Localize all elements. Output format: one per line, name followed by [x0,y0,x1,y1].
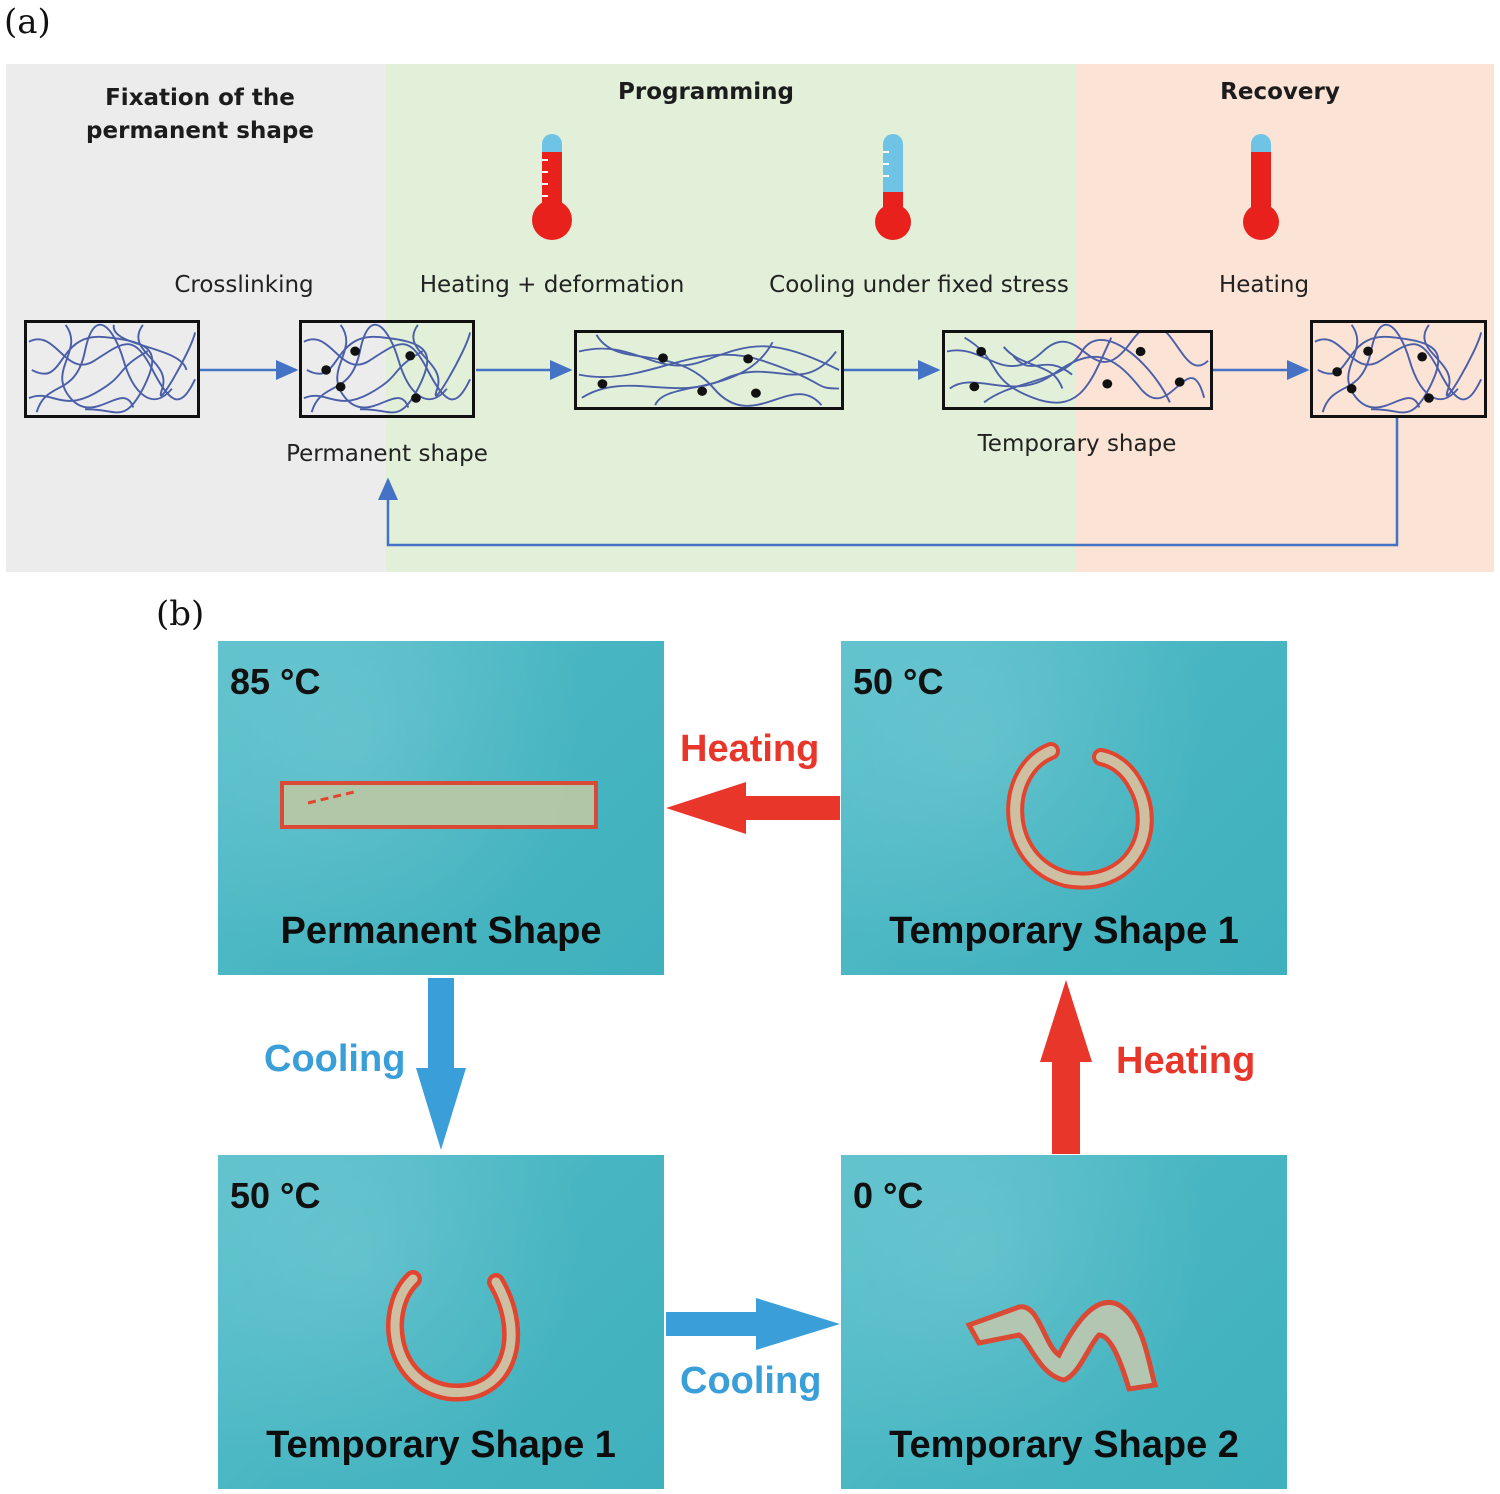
coil-sample [965,1300,1159,1392]
step-crosslinking: Crosslinking [174,272,314,298]
label-left-cooling: Cooling [264,1038,406,1080]
arrow-left-cooling [416,978,466,1150]
stage-recovery-title: Recovery [1220,79,1340,105]
step-cooling-fixed-stress: Cooling under fixed stress [769,272,1069,298]
step-heating: Heating [1218,272,1310,298]
arrow-right-heating [1040,980,1092,1154]
thermometer-recovery-icon [1243,134,1279,240]
stage-programming-title: Programming [618,79,794,105]
arrow-bottom-cooling [666,1298,840,1350]
photo-permanent-shape: 85 °C Permanent Shape [218,641,664,975]
photo-temporary-shape-1-bottom: 50 °C Temporary Shape 1 [218,1155,664,1489]
photo-temporary-shape-2: 0 °C Temporary Shape 2 [841,1155,1287,1489]
label-permanent-shape: Permanent shape [286,441,488,467]
label-right-heating: Heating [1116,1040,1256,1082]
network-uncrosslinked [24,320,200,418]
network-permanent-shape [299,320,475,418]
arrow-top-heating [666,782,840,834]
label-temporary-shape: Temporary shape [977,431,1177,457]
photo-temporary-shape-1-top: 50 °C Temporary Shape 1 [841,641,1287,975]
photo-caption: Temporary Shape 1 [266,1424,616,1466]
photo-caption: Temporary Shape 2 [889,1424,1239,1466]
stage-programming [386,64,1076,572]
photo-temp: 0 °C [853,1175,924,1216]
ring-sample [1006,742,1154,890]
label-top-heating: Heating [680,728,820,770]
flow-arrows [200,360,1399,547]
step-heating-deformation: Heating + deformation [419,272,685,298]
network-deformed [574,330,844,410]
photo-temp: 85 °C [230,661,321,702]
stage-fixation-title: Fixation of the permanent shape [86,85,314,144]
panel-a-label: (a) [4,2,51,42]
stage-fixation [6,64,386,572]
photo-caption: Temporary Shape 1 [889,910,1239,952]
thermometer-hot-icon [532,134,572,240]
horseshoe-sample [386,1270,520,1402]
photo-temp: 50 °C [230,1175,321,1216]
strip-sample [280,781,598,829]
photo-caption: Permanent Shape [280,910,602,952]
network-recovered [1310,320,1487,418]
thermometer-cold-icon [875,134,911,240]
photo-temp: 50 °C [853,661,944,702]
stage-recovery [1076,64,1494,572]
label-bottom-cooling: Cooling [680,1360,822,1402]
network-temporary-shape [942,330,1213,410]
panel-b-label: (b) [156,594,205,634]
